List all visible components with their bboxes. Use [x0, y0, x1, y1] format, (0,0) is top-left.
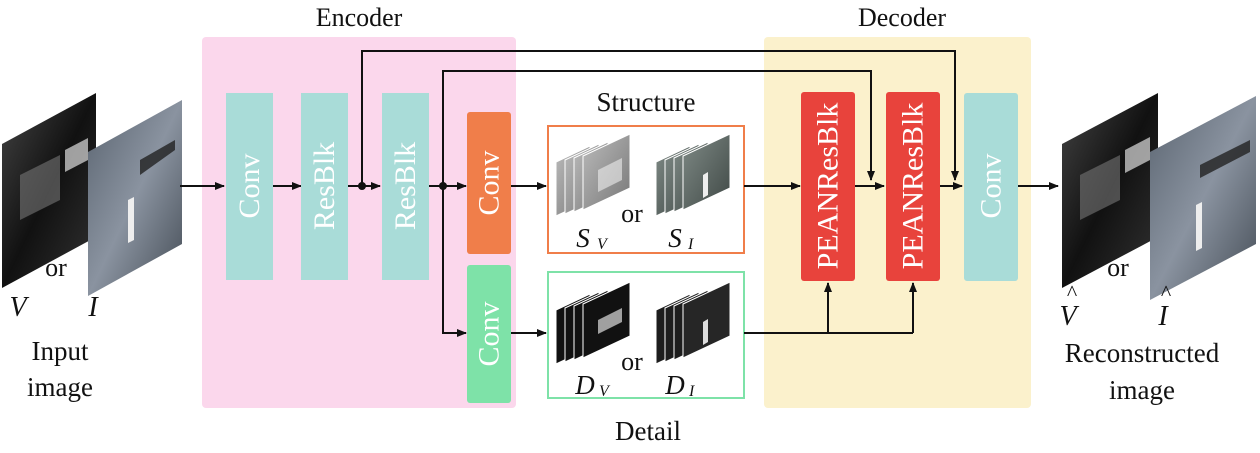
detail-feature-stack-i [655, 281, 731, 365]
decoder-peanresblk-label-1: PEANResBlk [812, 103, 845, 270]
detail-conv-block [467, 265, 511, 403]
encoder-title: Encoder [316, 3, 403, 32]
output-caption-line2: image [1109, 375, 1175, 405]
output-image-i [1150, 96, 1256, 300]
structure-label-i: S I [668, 223, 694, 253]
output-image-v [1062, 93, 1158, 288]
svg-text:I: I [687, 236, 694, 253]
svg-text:V: V [1059, 301, 1079, 332]
svg-text:D: D [574, 370, 595, 400]
structure-label-v: S V [576, 223, 609, 253]
svg-text:^: ^ [1067, 280, 1078, 305]
input-caption-line2: image [27, 372, 93, 402]
structure-conv-block [467, 112, 511, 254]
detail-conv-label: Conv [473, 301, 506, 366]
input-image-i [88, 100, 182, 296]
encoder-conv-block [226, 93, 273, 280]
detail-or: or [621, 347, 643, 376]
input-v-label: V [9, 292, 29, 323]
skip-connection-inner [442, 70, 875, 186]
encoder-resblk-label-1: ResBlk [308, 142, 341, 230]
encoder-resblk-block-1 [301, 93, 348, 280]
structure-title: Structure [597, 87, 696, 117]
structure-conv-label: Conv [473, 150, 506, 215]
decoder-peanresblk-block-1 [801, 92, 855, 281]
detail-label-i: D I [664, 370, 695, 400]
decoder-conv-block [964, 93, 1018, 281]
encoder-region [202, 37, 516, 408]
decoder-conv-label: Conv [975, 153, 1008, 218]
skip-connection-outer [361, 50, 959, 186]
output-i-hat-label: ^ I [1157, 280, 1172, 332]
input-caption-line1: Input [32, 336, 89, 366]
svg-text:S: S [668, 223, 682, 253]
encoder-resblk-block-2 [382, 93, 429, 280]
svg-text:D: D [664, 370, 685, 400]
svg-text:V: V [597, 236, 609, 253]
detail-feature-stack-v [555, 281, 631, 365]
input-or: or [45, 253, 67, 282]
output-or: or [1107, 253, 1129, 282]
input-i-label: I [87, 292, 99, 323]
structure-feature-stack-v [555, 133, 631, 217]
decoder-peanresblk-block-2 [886, 92, 940, 281]
output-caption-line1: Reconstructed [1065, 338, 1220, 368]
arrow-to-detail-conv [442, 186, 467, 337]
structure-feature-stack-i [655, 133, 731, 217]
structure-or: or [621, 199, 643, 228]
svg-text:I: I [688, 383, 695, 400]
svg-text:^: ^ [1161, 280, 1172, 305]
detail-title: Detail [615, 416, 681, 446]
decoder-title: Decoder [858, 3, 946, 32]
svg-text:V: V [599, 383, 611, 400]
decoder-peanresblk-label-2: PEANResBlk [897, 103, 930, 270]
input-image-v [2, 93, 96, 288]
encoder-conv-label: Conv [233, 153, 266, 218]
svg-text:I: I [1157, 301, 1169, 332]
encoder-resblk-label-2: ResBlk [389, 142, 422, 230]
output-v-hat-label: ^ V [1059, 280, 1079, 332]
svg-text:S: S [576, 223, 590, 253]
detail-label-v: D V [574, 370, 611, 400]
